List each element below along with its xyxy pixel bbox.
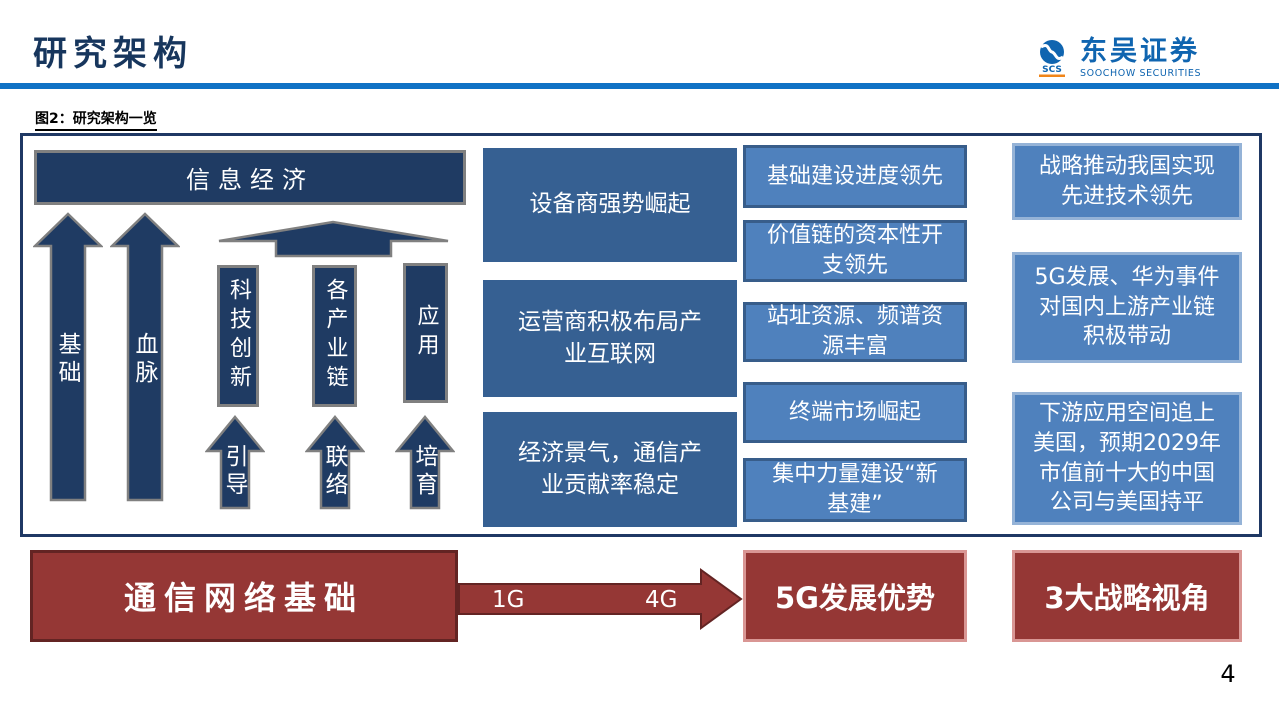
application-pillar: 应用 xyxy=(403,263,448,403)
capex-lead-box: 价值链的资本性开 支领先 xyxy=(743,220,967,282)
cultivate-up-arrow xyxy=(395,415,455,510)
foundation-arrow-label: 基础 xyxy=(54,332,80,388)
page-title: 研究架构 xyxy=(33,34,193,74)
logo-abbr-text: SCS xyxy=(1042,65,1062,75)
foundation-up-arrow xyxy=(33,212,103,502)
roof-up-arrow xyxy=(218,220,449,258)
terminal-market-box: 终端市场崛起 xyxy=(743,382,967,443)
economic-contribution-box: 经济景气，通信产 业贡献率稳定 xyxy=(483,412,737,527)
three-strategic-views-box: 3大战略视角 xyxy=(1012,550,1242,642)
industry-chain-pillar: 各产业链 xyxy=(312,265,357,407)
infrastructure-lead-box: 基础建设进度领先 xyxy=(743,145,967,208)
five-g-advantage-box: 5G发展优势 xyxy=(743,550,967,642)
cultivate-arrow-label: 培育 xyxy=(411,444,437,500)
tech-innovation-pillar: 科技创新 xyxy=(217,265,259,407)
guide-arrow-label: 引导 xyxy=(221,444,247,500)
logo-wordmark: 东吴证券 SOOCHOW SECURITIES xyxy=(1080,36,1202,80)
new-infrastructure-box: 集中力量建设“新 基建” xyxy=(743,458,967,522)
figure-caption: 图2：研究架构一览 xyxy=(35,108,157,131)
soochow-logo-icon: SCS xyxy=(1039,40,1065,77)
lifeblood-up-arrow xyxy=(110,212,180,502)
connect-up-arrow xyxy=(305,415,365,510)
equipment-vendors-box: 设备商强势崛起 xyxy=(483,148,737,262)
logo-underline xyxy=(1039,74,1065,77)
logo-en-text: SOOCHOW SECURITIES xyxy=(1080,68,1202,80)
logo-cn-text: 东吴证券 xyxy=(1080,36,1200,67)
diagram-frame xyxy=(20,133,1262,537)
title-divider xyxy=(0,83,1279,89)
soochow-logo: SCS 东吴证券 SOOCHOW SECURITIES xyxy=(1033,36,1202,82)
upstream-boost-box: 5G发展、华为事件 对国内上游产业链 积极带动 xyxy=(1012,252,1242,363)
info-economy-bar: 信息经济 xyxy=(34,150,466,205)
guide-up-arrow xyxy=(205,415,265,510)
arrow-label-4g: 4G xyxy=(645,587,678,613)
generation-right-arrow xyxy=(458,568,743,630)
connect-arrow-label: 联络 xyxy=(321,444,347,500)
downstream-catchup-box: 下游应用空间追上 美国，预期2029年 市值前十大的中国 公司与美国持平 xyxy=(1012,392,1242,525)
communication-network-foundation-box: 通信网络基础 xyxy=(30,550,458,642)
page-number: 4 xyxy=(1220,660,1236,688)
lifeblood-arrow-label: 血脉 xyxy=(131,332,157,388)
strategy-tech-lead-box: 战略推动我国实现 先进技术领先 xyxy=(1012,143,1242,220)
site-spectrum-box: 站址资源、频谱资 源丰富 xyxy=(743,302,967,362)
arrow-label-1g: 1G xyxy=(492,587,525,613)
operators-industrial-internet-box: 运营商积极布局产 业互联网 xyxy=(483,280,737,397)
